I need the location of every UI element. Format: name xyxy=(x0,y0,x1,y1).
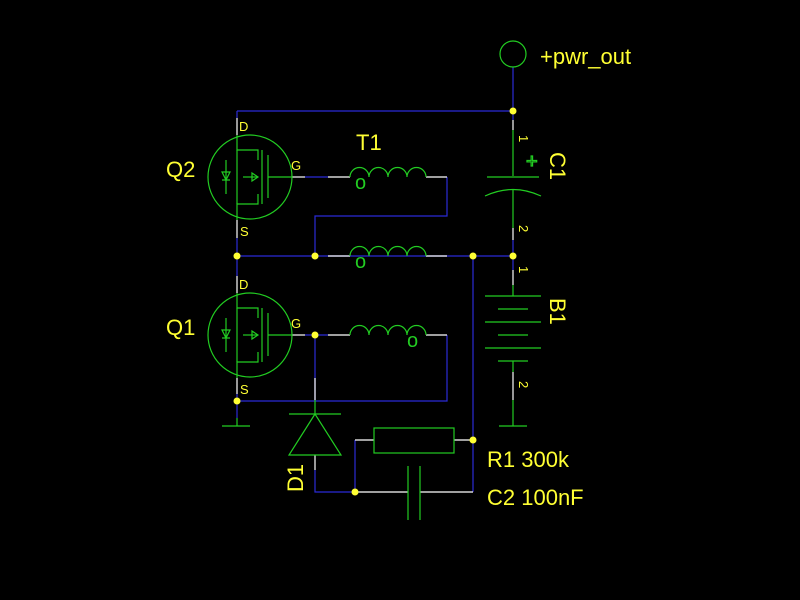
junctions xyxy=(233,107,517,496)
resistor-r1[interactable]: R1 300k xyxy=(373,427,570,472)
wire-t1-gate2-return[interactable] xyxy=(314,177,448,256)
t1-ref: T1 xyxy=(356,130,382,155)
battery-b1[interactable]: B1 1 2 xyxy=(485,266,570,388)
q2-pin-g: G xyxy=(291,158,301,173)
q1-ref: Q1 xyxy=(166,315,195,340)
d1-ref: D1 xyxy=(283,464,308,492)
mosfet-q1[interactable]: Q1 D G S xyxy=(166,277,301,397)
c2-label: C2 100nF xyxy=(487,485,584,510)
transformer-t1[interactable]: T1 o o o xyxy=(349,130,427,352)
b1-pin-2: 2 xyxy=(516,381,531,388)
q1-pin-d: D xyxy=(239,277,248,292)
wire-bottom-rail[interactable] xyxy=(237,335,448,402)
mosfet-q2[interactable]: Q2 D G S xyxy=(166,119,301,239)
t1-dot-winding-1: o xyxy=(355,172,366,194)
c1-polarity: + xyxy=(526,151,538,173)
pin-stubs xyxy=(236,118,514,493)
b1-ref: B1 xyxy=(545,298,570,325)
q2-pin-s: S xyxy=(240,224,249,239)
q1-pin-g: G xyxy=(291,316,301,331)
q2-ref: Q2 xyxy=(166,157,195,182)
c1-pin-2: 2 xyxy=(516,225,531,232)
r1-label: R1 300k xyxy=(487,447,570,472)
ground-symbols xyxy=(222,400,527,427)
c1-pin-1: 1 xyxy=(516,135,531,142)
diode-d1[interactable]: D1 xyxy=(283,400,343,492)
c1-ref: C1 xyxy=(545,152,570,180)
capacitor-c2[interactable]: C2 100nF xyxy=(407,466,584,520)
t1-dot-winding-3: o xyxy=(407,330,418,352)
wire-d1-bottom[interactable] xyxy=(314,470,355,493)
q2-pin-d: D xyxy=(239,119,248,134)
b1-pin-1: 1 xyxy=(516,266,531,273)
capacitor-c1[interactable]: + C1 1 2 xyxy=(484,130,570,232)
power-port[interactable]: +pwr_out xyxy=(499,40,631,69)
t1-dot-winding-2: o xyxy=(355,251,366,273)
q1-pin-s: S xyxy=(240,382,249,397)
power-port-label: +pwr_out xyxy=(540,44,631,69)
